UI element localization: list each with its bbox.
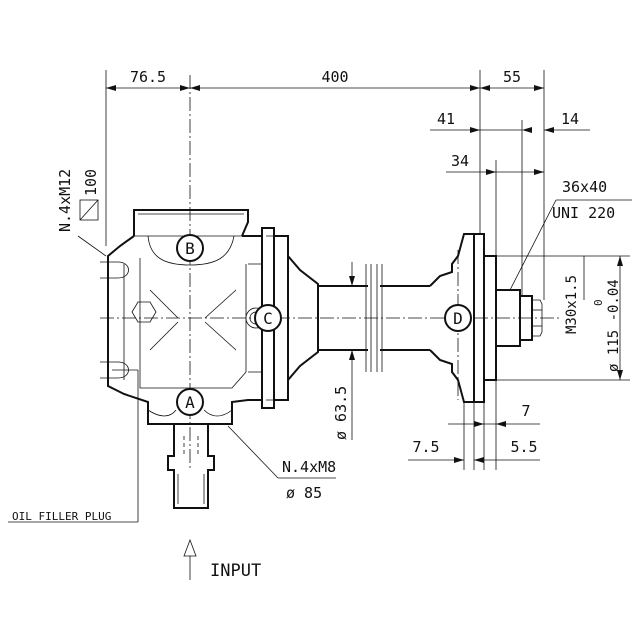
tube-diameter-dim: ø 63.5 [332, 262, 355, 440]
input-label: INPUT [210, 561, 261, 581]
input-arrow: INPUT [183, 538, 261, 581]
dim-36x40: 36x40 [562, 178, 607, 196]
balloon-b: B [176, 234, 204, 262]
label-d: D [453, 309, 463, 328]
dim-uni220: UNI 220 [552, 204, 615, 222]
dim-34: 34 [451, 152, 469, 170]
tube [318, 264, 430, 372]
dim-tol-upper: 0 [592, 299, 605, 306]
center-lines [100, 75, 560, 470]
dim-5-5: 5.5 [510, 438, 537, 456]
label-a: A [185, 393, 195, 412]
bottom-right-dimensions: 7 7.5 5.5 [408, 346, 540, 470]
oil-filler-plug-callout: OIL FILLER PLUG [8, 369, 139, 523]
oil-filler-plug-label: OIL FILLER PLUG [12, 510, 111, 523]
right-dimensions: M30x1.5 0 ø 115 -0.04 [484, 255, 630, 381]
dim-7-5: 7.5 [412, 438, 439, 456]
input-shaft [167, 424, 215, 509]
balloon-c: C [254, 304, 282, 332]
label-b: B [185, 239, 195, 258]
dim-400: 400 [321, 68, 348, 86]
dim-76-5: 76.5 [130, 68, 166, 86]
balloon-d: D [444, 304, 472, 332]
dim-tol-value: ø 115 -0.04 [606, 279, 622, 372]
dim-55: 55 [503, 68, 521, 86]
balloon-a: A [176, 388, 204, 416]
dim-7: 7 [521, 402, 530, 420]
bottom-callout: N.4xM8 ø 85 [227, 425, 336, 502]
dim-m12: N.4xM12 [56, 169, 74, 232]
dim-41: 41 [437, 110, 455, 128]
dim-100: 100 [82, 169, 100, 196]
dim-m30: M30x1.5 [564, 275, 580, 334]
key-callout: 36x40 UNI 220 [509, 178, 632, 291]
dim-14: 14 [561, 110, 579, 128]
top-dimensions: 76.5 400 55 41 14 34 [105, 68, 590, 300]
dim-85: ø 85 [286, 484, 322, 502]
dim-63-5: ø 63.5 [332, 386, 350, 440]
label-c: C [263, 309, 273, 328]
dim-m8: N.4xM8 [282, 458, 336, 476]
left-callout: N.4xM12 100 [56, 169, 107, 257]
